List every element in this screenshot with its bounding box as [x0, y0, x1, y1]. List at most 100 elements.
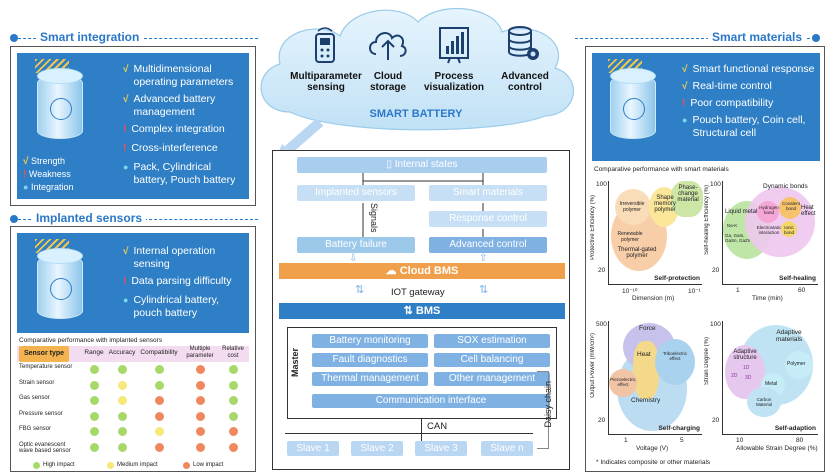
plot-area: Irreversible polymer Shape memory polyme…	[608, 181, 703, 285]
impact-dot	[90, 427, 99, 436]
x-axis-label: Time (min)	[752, 295, 783, 302]
materials-list: √Smart functional response √Real-time co…	[682, 63, 816, 140]
table-header-cell: Range	[84, 349, 104, 356]
advanced-control-box: Advanced control	[429, 237, 547, 253]
impact-dot	[118, 411, 127, 421]
region-triboelectric	[655, 339, 695, 385]
impact-dot	[229, 380, 238, 390]
region-label: 1D	[743, 365, 750, 371]
slave-n-box: Slave n	[481, 441, 533, 456]
x-axis-label: Dimension (m)	[632, 295, 675, 302]
impact-dot	[196, 365, 205, 374]
impact-dot	[196, 380, 205, 390]
y-tick: 20	[712, 417, 720, 424]
implanted-sensors-frame: √Internal operation sensing !Data parsin…	[10, 226, 256, 472]
impact-dot	[90, 411, 99, 421]
region-label: Dynamic bonds	[763, 183, 808, 190]
region-label: Hydrogen bond	[759, 205, 779, 215]
down-arrow-icon: ⇩	[349, 253, 358, 264]
impact-dot	[196, 411, 205, 421]
connector-dot-implanted	[10, 215, 18, 223]
region-label: Shape memory polymer	[654, 195, 676, 213]
region-label: Renewable polymer	[617, 231, 643, 243]
self-adaption-panel: Strain Degree (%) Adaptive materials Ada…	[704, 317, 820, 457]
plot-area: Dynamic bonds Liquid metal Hydrogen bond…	[722, 181, 818, 285]
region-label: Triboelectric effect	[662, 351, 688, 361]
x-axis-label: Allowable Strain Degree (%)	[736, 445, 818, 452]
impact-dot	[229, 442, 238, 452]
region-label: Carbon Material	[755, 397, 772, 407]
can-label: CAN	[427, 421, 448, 432]
region-heat	[633, 341, 659, 399]
list-item: !Complex integration	[123, 123, 225, 135]
x-tick: 1	[736, 287, 740, 294]
self-protection-panel: Protective Efficiency (%) Irreversible p…	[590, 177, 704, 305]
list-item: √Real-time control	[682, 80, 772, 92]
cell-balancing-box: Cell balancing	[434, 353, 550, 367]
impact-dot	[90, 380, 99, 390]
region-carbon	[747, 387, 781, 417]
smart-materials-box: Smart materials	[429, 185, 547, 201]
list-item: √Advanced battery management	[123, 93, 216, 118]
battery-cylinder-icon	[37, 68, 83, 139]
region-label: Na-K	[727, 223, 738, 228]
fault-diagnostics-box: Fault diagnostics	[312, 353, 428, 367]
list-item: √Internal operation sensing	[123, 245, 216, 270]
impact-dot	[155, 427, 164, 436]
impact-dot	[229, 396, 238, 405]
cloud-icon: ☁	[385, 265, 397, 277]
self-healing-panel: Self-healing Efficiency (%) Dynamic bond…	[704, 177, 820, 305]
x-tick: 5	[680, 437, 684, 444]
impact-dot	[118, 442, 127, 452]
region-dynamic-bonds	[745, 187, 815, 257]
plot-area: Adaptive materials Adaptive structure Po…	[722, 321, 818, 435]
list-item: !Poor compatibility	[682, 97, 774, 109]
smart-materials-heading: Smart materials	[708, 30, 807, 44]
transfer-icon: ⇅	[403, 305, 413, 317]
region-label: Irreversible polymer	[619, 201, 645, 213]
master-label: Master	[290, 348, 300, 378]
y-tick: 100	[596, 181, 607, 188]
list-item: !Data parsing difficulty	[123, 275, 232, 287]
signals-label: Signals	[369, 203, 379, 233]
communication-interface-box: Communication interface	[312, 394, 550, 408]
sox-estimation-box: SOX estimation	[434, 334, 550, 348]
region-label: Adaptive structure	[733, 349, 757, 361]
cloud-shape	[260, 8, 575, 131]
table-header-cell: Accuracy	[108, 349, 136, 356]
table-row-label: Strain sensor	[19, 379, 55, 386]
table-row-label: Pressure sensor	[19, 410, 63, 417]
master-box: Master Battery monitoring SOX estimation…	[287, 327, 557, 419]
table-header-cell: Relative cost	[222, 346, 244, 359]
internal-states-box: ▯ Internal states	[297, 157, 547, 173]
can-line	[421, 419, 422, 443]
connector-dot-left	[10, 34, 18, 42]
impact-dot	[118, 365, 127, 374]
region-label: Metal	[765, 381, 778, 387]
thermal-management-box: Thermal management	[312, 372, 428, 386]
region-label: Electrostatic interaction	[756, 225, 782, 235]
table-header-cell: Sensor type	[19, 346, 69, 362]
sensor-comparison-table: Sensor type Range Accuracy Compatibility…	[17, 346, 249, 458]
bus-line	[285, 433, 533, 434]
y-axis-label: Self-healing Efficiency (%)	[704, 185, 710, 255]
region-label: 3D	[745, 375, 752, 381]
impact-legend: High impact Medium impact Low impact	[33, 461, 253, 471]
impact-dot	[229, 411, 238, 421]
list-item: √Smart functional response	[682, 63, 815, 75]
slave-3-box: Slave 3	[415, 441, 467, 456]
table-header-cell: Multiple parameter	[186, 346, 214, 359]
smart-integration-frame: √ Strength ! Weakness ● Integration √Mul…	[10, 46, 256, 206]
panel-title: Self-adaption	[774, 425, 816, 432]
implanted-sensors-panel: √Internal operation sensing !Data parsin…	[17, 233, 249, 333]
cloud-bms-bar: ☁ Cloud BMS	[279, 263, 565, 279]
smart-battery-title: SMART BATTERY	[369, 108, 463, 120]
panel-title: Self-charging	[658, 425, 700, 432]
bar-chart-icon	[438, 26, 470, 64]
connector-dot-right	[812, 34, 820, 42]
region-label: Force	[639, 325, 656, 332]
